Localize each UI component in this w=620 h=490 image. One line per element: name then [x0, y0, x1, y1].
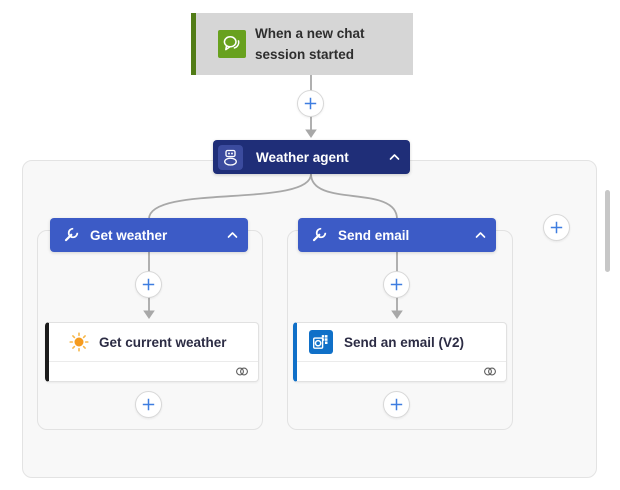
tool-header-label: Get weather: [90, 227, 168, 243]
connection-icon: [484, 367, 496, 376]
plus-icon: [304, 97, 317, 110]
plus-icon: [550, 221, 563, 234]
agent-collapse-button[interactable]: [389, 153, 400, 161]
plus-icon: [390, 398, 403, 411]
tool-header-label: Send email: [338, 227, 410, 243]
add-action-button-below-get-weather[interactable]: [135, 391, 162, 418]
agent-card[interactable]: Weather agent: [213, 140, 410, 174]
add-action-button-below-send-email[interactable]: [383, 391, 410, 418]
connection-icon: [236, 367, 248, 376]
outlook-icon: [309, 330, 333, 354]
collapse-button-send-email[interactable]: [475, 231, 486, 239]
plus-icon: [142, 278, 155, 291]
plus-icon: [142, 398, 155, 411]
scrollbar-thumb[interactable]: [605, 190, 610, 272]
trigger-card[interactable]: When a new chat session started: [191, 13, 413, 75]
action-card-send-an-email-v2[interactable]: Send an email (V2): [293, 322, 507, 382]
action-card-footer: [49, 362, 258, 381]
tool-header-send-email[interactable]: Send email: [298, 218, 496, 252]
chevron-up-icon: [389, 154, 400, 160]
agent-label: Weather agent: [256, 149, 349, 165]
collapse-button-get-weather[interactable]: [227, 231, 238, 239]
add-tool-button[interactable]: [543, 214, 570, 241]
action-label: Get current weather: [99, 334, 227, 350]
plus-icon: [390, 278, 403, 291]
wrench-icon: [63, 227, 79, 243]
insert-action-button-get-weather[interactable]: [135, 271, 162, 298]
bot-icon: [218, 144, 243, 170]
insert-action-button-send-email[interactable]: [383, 271, 410, 298]
wrench-icon: [311, 227, 327, 243]
chat-icon: [218, 30, 246, 58]
action-label: Send an email (V2): [344, 334, 465, 350]
insert-step-button-top[interactable]: [297, 90, 324, 117]
chevron-up-icon: [475, 232, 486, 238]
action-card-footer: [297, 362, 506, 381]
trigger-label: When a new chat session started: [255, 26, 365, 62]
chevron-up-icon: [227, 232, 238, 238]
action-card-header: Send an email (V2): [297, 323, 506, 362]
action-card-get-current-weather[interactable]: Get current weather: [45, 322, 259, 382]
sun-icon: [69, 332, 89, 352]
action-card-header: Get current weather: [49, 323, 258, 362]
tool-header-get-weather[interactable]: Get weather: [50, 218, 248, 252]
